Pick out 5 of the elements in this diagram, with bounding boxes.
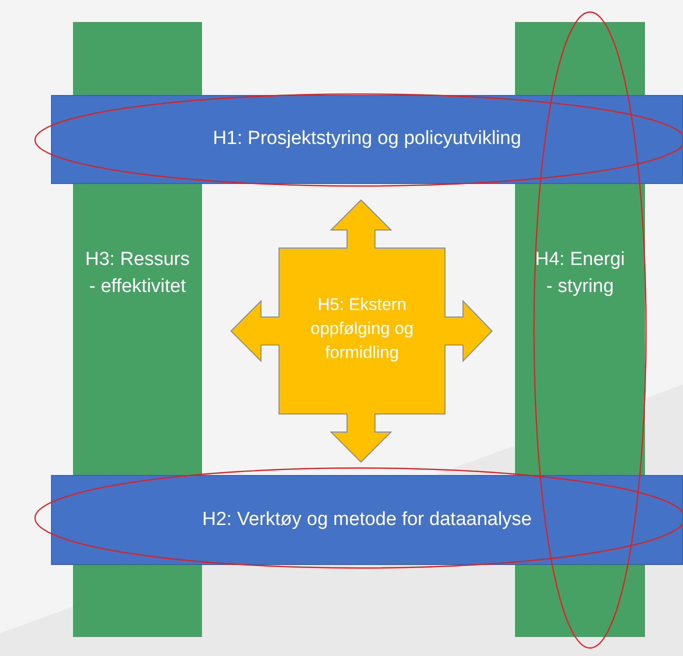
column-label: H3: Ressurs - effektivitet [84,248,191,299]
bar-label: H2: Verktøy og metode for dataanalyse [202,508,532,532]
arrow-label: H5: Ekstern oppfølging og formidling [309,294,415,364]
bar-label: H1: Prosjektstyring og policyutvikling [212,127,522,152]
column-label: H4: Energi - styring [535,248,625,299]
